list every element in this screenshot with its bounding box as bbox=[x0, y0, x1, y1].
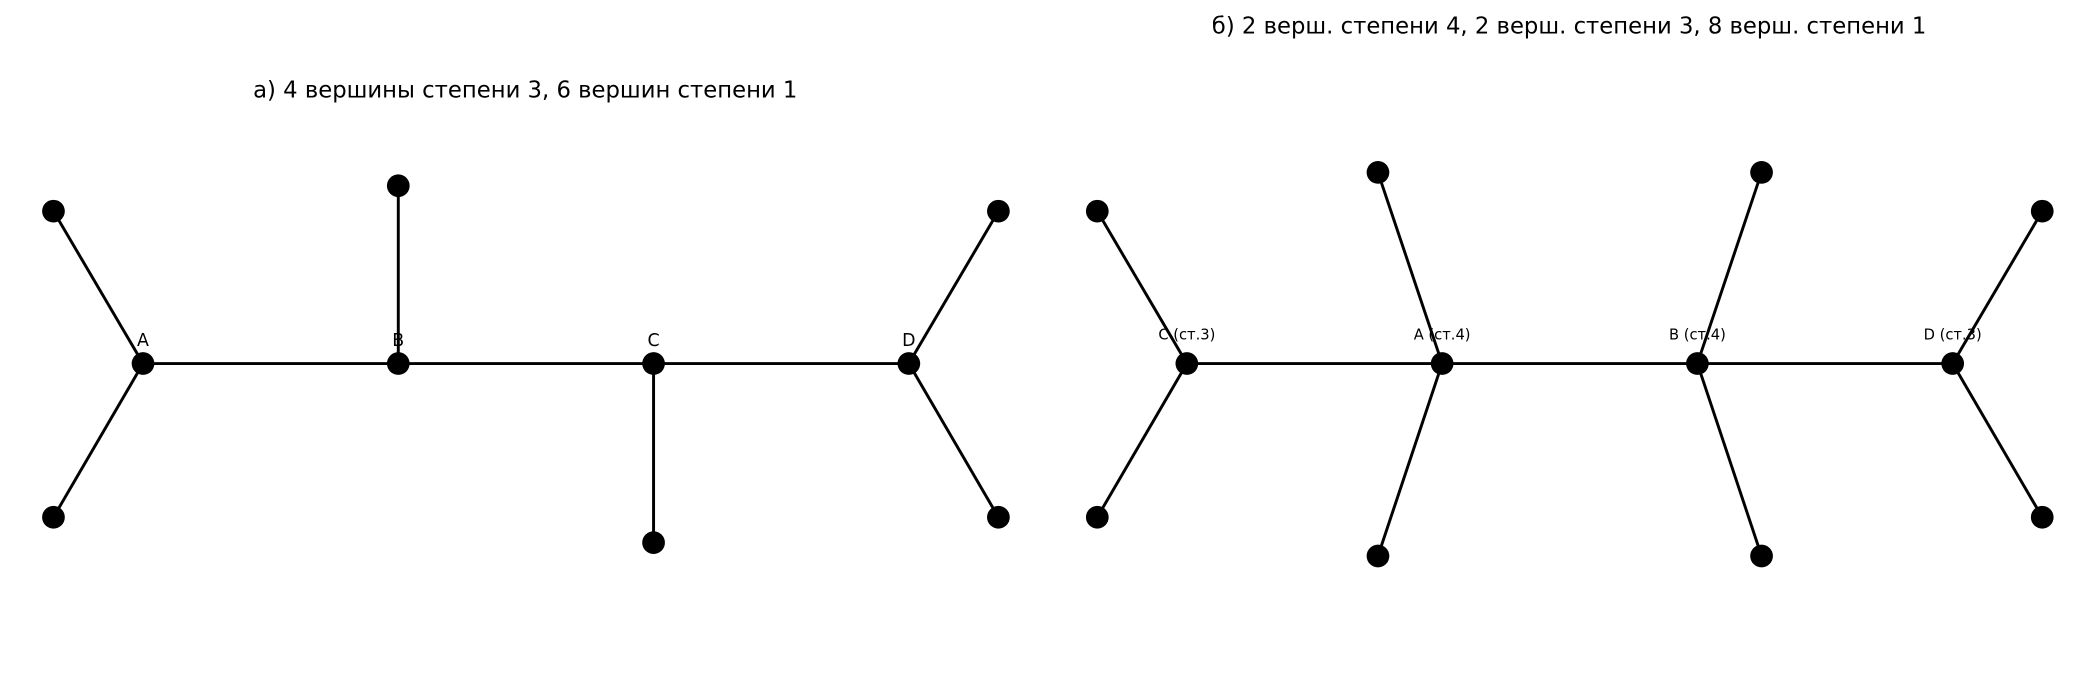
graph-b-edge-a-leaf4 bbox=[1376, 363, 1444, 557]
graph-a bbox=[42, 174, 1010, 554]
graph-a-label-a: A bbox=[137, 331, 149, 351]
graph-b-edge-c-leaf1 bbox=[1096, 210, 1189, 365]
graph-a-node-b bbox=[386, 352, 410, 375]
graph-a-node-leaf2 bbox=[42, 505, 65, 529]
graph-b-node-d bbox=[1941, 352, 1965, 375]
graph-a-node-c bbox=[642, 352, 665, 375]
graph-b-node-leaf3 bbox=[1366, 161, 1390, 184]
graph-b bbox=[1085, 161, 2054, 568]
graph-b-node-leaf4 bbox=[1366, 544, 1390, 568]
graph-b-node-leaf1 bbox=[1085, 199, 1109, 223]
graph-b-node-c bbox=[1175, 352, 1199, 375]
graph-a-label-b: B bbox=[392, 331, 404, 351]
graph-b-label-d: D (ст.3) bbox=[1924, 326, 1982, 343]
graph-a-node-leaf5 bbox=[987, 199, 1010, 223]
graph-a-label-d: D bbox=[902, 331, 915, 351]
graph-a-edge-d-leaf6 bbox=[907, 362, 1000, 518]
graph-b-edge-b-leaf5 bbox=[1696, 171, 1763, 365]
graph-a-node-leaf1 bbox=[42, 199, 65, 223]
graph-a-node-d bbox=[897, 352, 921, 375]
graph-b-edge-d-leaf7 bbox=[1951, 210, 2044, 365]
graph-b-edge-d-leaf8 bbox=[1951, 362, 2044, 518]
graph-b-edge-c-leaf2 bbox=[1096, 362, 1189, 518]
graph-a-edge-a-leaf1 bbox=[52, 210, 145, 365]
graph-a-node-leaf3 bbox=[386, 174, 410, 198]
graph-a-node-leaf4 bbox=[642, 531, 665, 554]
graph-b-node-a bbox=[1430, 352, 1454, 375]
graph-a-title: а) 4 вершины степени 3, 6 вершин степени… bbox=[253, 78, 797, 104]
graph-b-node-leaf8 bbox=[2030, 505, 2054, 529]
graph-a-node-leaf6 bbox=[987, 505, 1010, 529]
graph-b-label-b: B (ст.4) bbox=[1669, 326, 1726, 343]
graph-b-label-c: C (ст.3) bbox=[1158, 326, 1215, 343]
graph-a-edge-a-leaf2 bbox=[52, 362, 145, 518]
graph-b-edge-a-leaf3 bbox=[1376, 171, 1444, 365]
graph-a-label-c: C bbox=[648, 331, 660, 351]
graph-b-node-leaf2 bbox=[1085, 505, 1109, 529]
graph-a-edge-d-leaf5 bbox=[907, 210, 1000, 365]
graph-b-node-leaf6 bbox=[1750, 544, 1773, 568]
graph-b-node-leaf7 bbox=[2030, 199, 2054, 223]
graph-b-node-b bbox=[1686, 352, 1709, 375]
graph-b-title: б) 2 верш. степени 4, 2 верш. степени 3,… bbox=[1212, 13, 1927, 39]
graph-b-label-a: A (ст.4) bbox=[1414, 326, 1471, 343]
graph-b-node-leaf5 bbox=[1750, 161, 1773, 184]
graph-a-node-a bbox=[131, 352, 155, 375]
graph-b-edge-b-leaf6 bbox=[1696, 363, 1763, 557]
